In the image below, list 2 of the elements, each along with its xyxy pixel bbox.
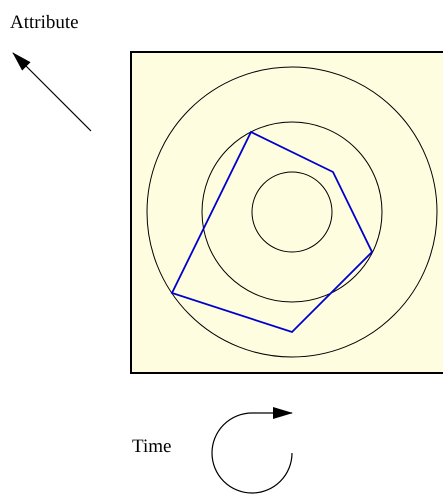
axis-label: Attribute xyxy=(10,13,79,32)
axis-label: Time xyxy=(132,437,172,456)
